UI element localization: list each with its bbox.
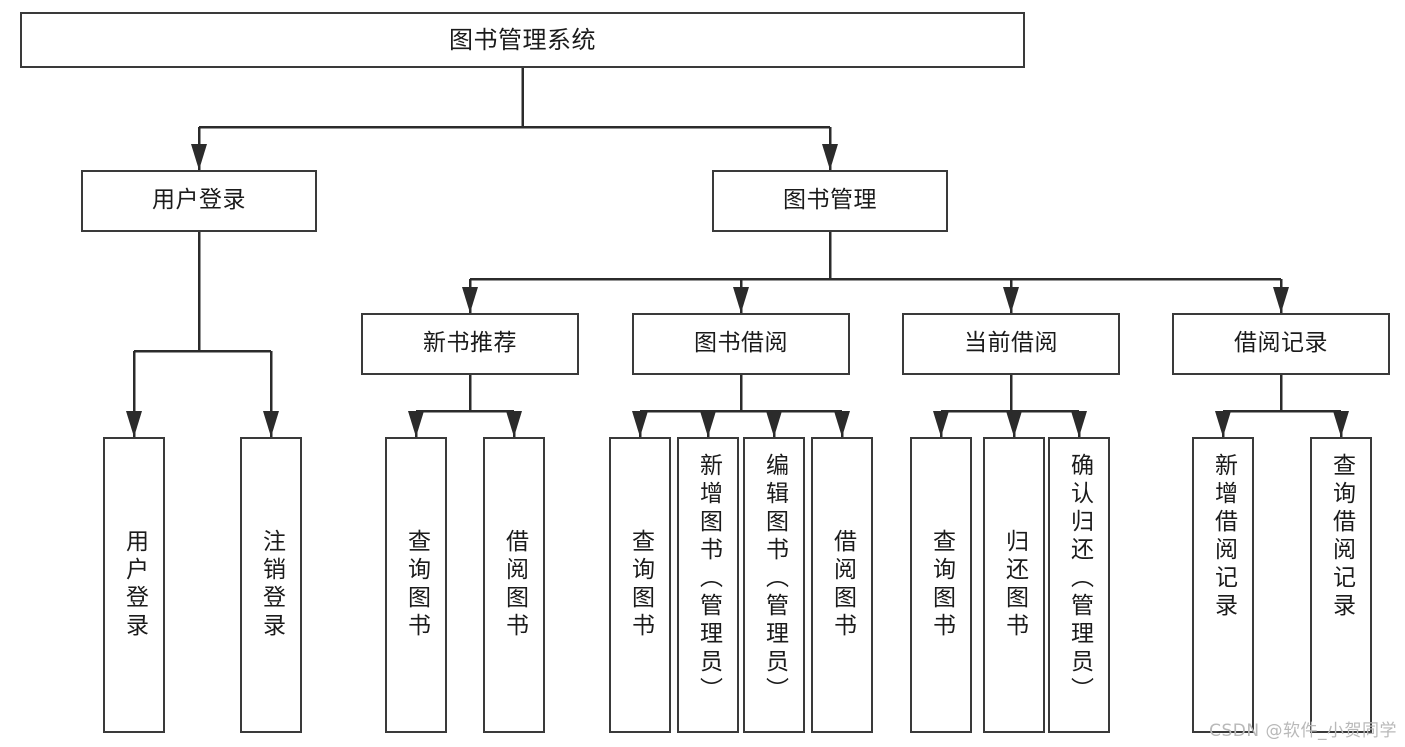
node-l-nb-query[interactable]: 查询图书 [385, 437, 447, 733]
node-label: 编辑图书（管理员） [761, 453, 788, 705]
node-label: 查询图书 [627, 529, 654, 641]
node-login[interactable]: 用户登录 [81, 170, 317, 232]
node-l-bw-borrow[interactable]: 借阅图书 [811, 437, 873, 733]
node-label: 新增图书（管理员） [695, 453, 722, 705]
node-records[interactable]: 借阅记录 [1172, 313, 1390, 375]
node-l-nb-borrow[interactable]: 借阅图书 [483, 437, 545, 733]
node-label: 确认归还（管理员） [1066, 453, 1093, 705]
node-label: 归还图书 [1001, 529, 1028, 641]
node-l-cur-conf[interactable]: 确认归还（管理员） [1048, 437, 1110, 733]
watermark-text: CSDN @软件_小贺同学 [1209, 721, 1397, 741]
node-label: 当前借阅 [964, 330, 1058, 357]
node-l-bw-query[interactable]: 查询图书 [609, 437, 671, 733]
node-l-rec-add[interactable]: 新增借阅记录 [1192, 437, 1254, 733]
node-current[interactable]: 当前借阅 [902, 313, 1120, 375]
node-label: 查询借阅记录 [1328, 453, 1355, 621]
node-bookmgmt[interactable]: 图书管理 [712, 170, 948, 232]
node-l-logout[interactable]: 注销登录 [240, 437, 302, 733]
node-label: 图书借阅 [694, 330, 788, 357]
node-label: 查询图书 [928, 529, 955, 641]
node-newbook[interactable]: 新书推荐 [361, 313, 579, 375]
node-label: 用户登录 [152, 187, 246, 214]
node-root[interactable]: 图书管理系统 [20, 12, 1025, 68]
node-label: 新书推荐 [423, 330, 517, 357]
node-l-cur-ret[interactable]: 归还图书 [983, 437, 1045, 733]
node-label: 新增借阅记录 [1210, 453, 1237, 621]
node-label: 用户登录 [121, 529, 148, 641]
node-label: 借阅记录 [1234, 330, 1328, 357]
node-label: 图书管理系统 [449, 25, 596, 54]
node-label: 查询图书 [403, 529, 430, 641]
node-label: 借阅图书 [501, 529, 528, 641]
node-l-rec-query[interactable]: 查询借阅记录 [1310, 437, 1372, 733]
node-l-cur-query[interactable]: 查询图书 [910, 437, 972, 733]
node-borrow[interactable]: 图书借阅 [632, 313, 850, 375]
node-l-bw-edit[interactable]: 编辑图书（管理员） [743, 437, 805, 733]
node-label: 图书管理 [783, 187, 877, 214]
node-l-login[interactable]: 用户登录 [103, 437, 165, 733]
node-label: 借阅图书 [829, 529, 856, 641]
node-label: 注销登录 [258, 529, 285, 641]
node-l-bw-add[interactable]: 新增图书（管理员） [677, 437, 739, 733]
